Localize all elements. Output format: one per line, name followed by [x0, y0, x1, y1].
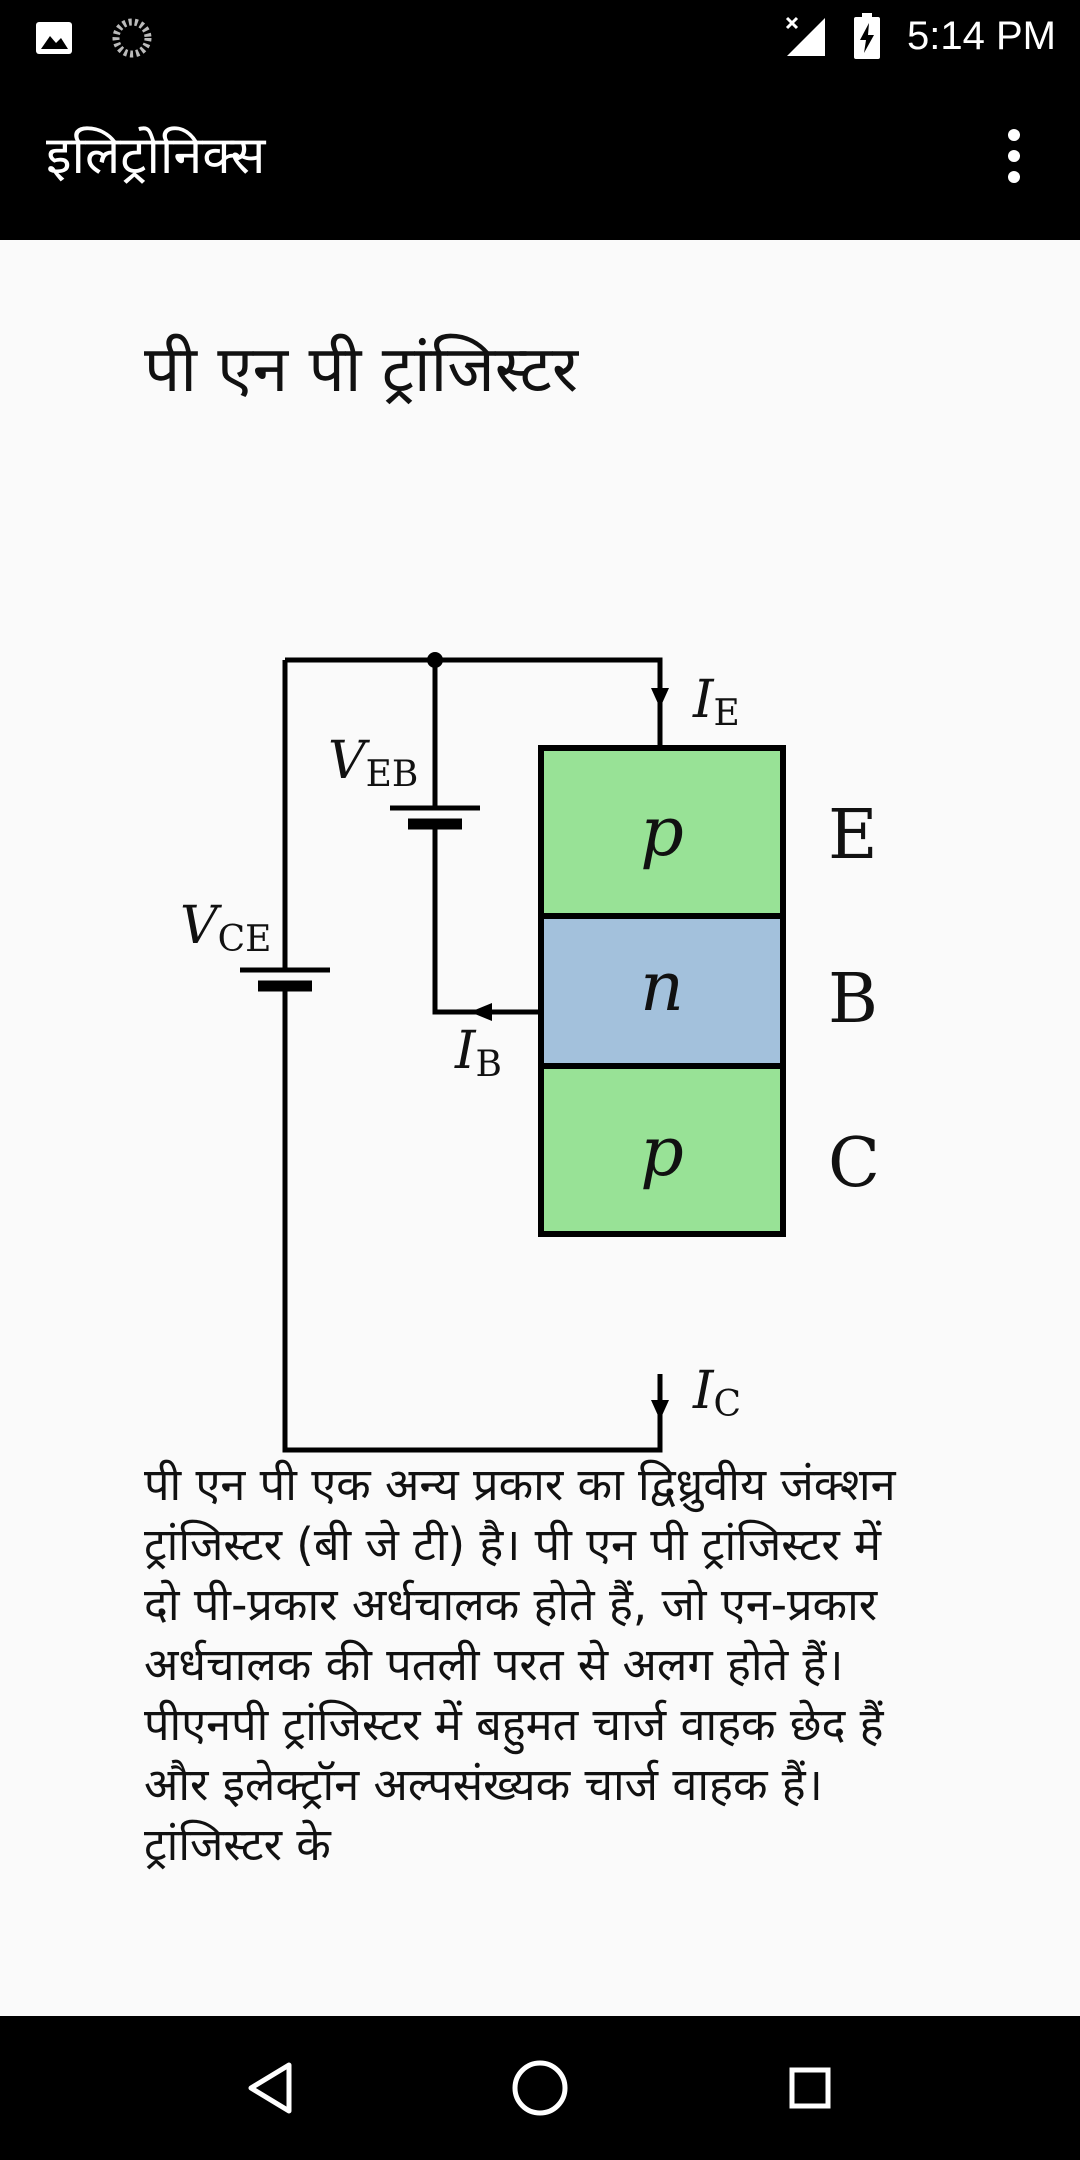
recents-button[interactable]	[768, 2046, 852, 2130]
collector-layer-label: p	[640, 1113, 684, 1192]
veb-label: VEB	[328, 731, 418, 795]
collector-layer	[538, 1063, 786, 1237]
emitter-layer	[538, 745, 786, 919]
image-icon	[36, 22, 72, 54]
menu-dot	[1008, 171, 1020, 183]
signal-icon	[785, 16, 826, 56]
pnp-transistor-diagram: p n p E B C VEB VCE IE IB IC	[180, 652, 880, 1453]
back-icon	[248, 2062, 292, 2114]
emitter-layer-label: p	[640, 793, 684, 872]
menu-dot	[1008, 129, 1020, 141]
ic-arrow	[651, 1400, 669, 1420]
recents-icon	[789, 2067, 831, 2109]
ib-label: IB	[454, 1021, 502, 1085]
ie-arrow	[651, 688, 669, 708]
status-bar: 5:14 PM	[0, 0, 1080, 72]
vce-label: VCE	[180, 896, 271, 960]
status-left-icons	[34, 16, 154, 60]
app-title: इलिट्रोनिक्स	[46, 126, 266, 186]
home-button[interactable]	[498, 2046, 582, 2130]
terminal-c: C	[828, 1124, 880, 1203]
status-time: 5:14 PM	[907, 13, 1056, 58]
status-right: 5:14 PM	[783, 10, 1056, 62]
sync-icon	[112, 18, 152, 58]
wire-top	[285, 657, 663, 748]
ic-label: IC	[692, 1361, 741, 1425]
ie-label: IE	[692, 670, 740, 734]
content-area[interactable]: पी एन पी ट्रांजिस्टर p n p	[0, 240, 1080, 2016]
junction-dot	[427, 652, 443, 668]
terminal-e: E	[828, 796, 878, 875]
nav-bar	[0, 2016, 1080, 2160]
battery-charging-icon	[854, 13, 881, 59]
wire-veb-bottom	[432, 828, 545, 1015]
terminal-b: B	[828, 960, 878, 1039]
menu-dot	[1008, 150, 1020, 162]
home-icon	[512, 2060, 568, 2116]
more-vert-icon[interactable]	[976, 118, 1052, 194]
body-text: पी एन पी एक अन्य प्रकार का द्विध्रुवीय ज…	[144, 1458, 896, 1871]
app-bar: इलिट्रोनिक्स	[0, 72, 1080, 240]
back-button[interactable]	[228, 2046, 312, 2130]
base-layer-label: n	[640, 948, 684, 1027]
ib-arrow	[470, 1003, 492, 1021]
page-title: पी एन पी ट्रांजिस्टर	[144, 333, 579, 407]
